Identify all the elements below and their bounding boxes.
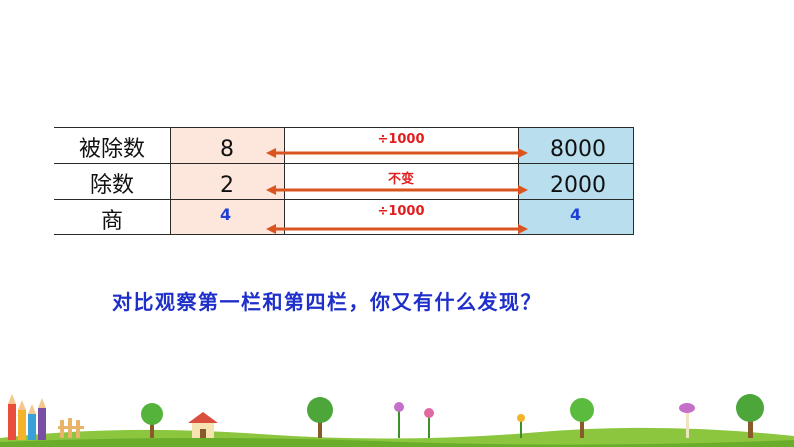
left-divisor-value: 2 bbox=[220, 173, 234, 198]
ground-grass bbox=[0, 438, 794, 447]
left-column-fill bbox=[170, 127, 284, 235]
tree-icon bbox=[570, 398, 594, 438]
table-column-divider bbox=[284, 127, 285, 235]
tree-icon bbox=[141, 403, 163, 438]
house-icon bbox=[188, 412, 218, 438]
op-label-dividend: ÷1000 bbox=[377, 132, 425, 147]
table-border-right bbox=[633, 127, 634, 235]
flower-icon bbox=[424, 408, 434, 438]
fence-icon bbox=[58, 418, 84, 438]
decorative-scenery bbox=[0, 394, 794, 447]
table-border-top bbox=[54, 127, 634, 128]
double-arrow-dividend bbox=[266, 148, 528, 158]
right-divisor-value: 2000 bbox=[550, 173, 606, 198]
row-label-dividend: 被除数 bbox=[78, 137, 145, 162]
pencils-icon bbox=[8, 394, 46, 440]
table-row-divider bbox=[54, 199, 634, 200]
row-label-divisor: 除数 bbox=[89, 173, 134, 198]
left-quotient-value: 4 bbox=[220, 205, 232, 224]
double-arrow-divisor bbox=[266, 185, 528, 195]
flower-icon bbox=[517, 414, 525, 438]
right-quotient-value: 4 bbox=[570, 205, 582, 224]
table-border-bottom bbox=[54, 234, 634, 235]
tree-icon bbox=[307, 397, 333, 438]
table-column-divider bbox=[518, 127, 519, 235]
op-label-quotient: ÷1000 bbox=[377, 204, 425, 219]
table-column-divider bbox=[170, 127, 171, 235]
question-text: 对比观察第一栏和第四栏，你又有什么发现？ bbox=[112, 290, 542, 314]
row-label-quotient: 商 bbox=[100, 209, 123, 234]
mushroom-icon bbox=[679, 403, 695, 438]
tree-icon bbox=[736, 394, 764, 438]
right-dividend-value: 8000 bbox=[550, 137, 606, 162]
double-arrow-quotient bbox=[266, 224, 528, 234]
flower-icon bbox=[394, 402, 404, 438]
table-row-divider bbox=[54, 163, 634, 164]
right-column-fill bbox=[518, 127, 634, 235]
left-dividend-value: 8 bbox=[220, 137, 234, 162]
op-label-divisor: 不变 bbox=[387, 172, 414, 187]
comparison-table: 被除数 除数 商 8 2 4 8000 2000 4 ÷1000 不变 ÷100… bbox=[54, 127, 634, 235]
